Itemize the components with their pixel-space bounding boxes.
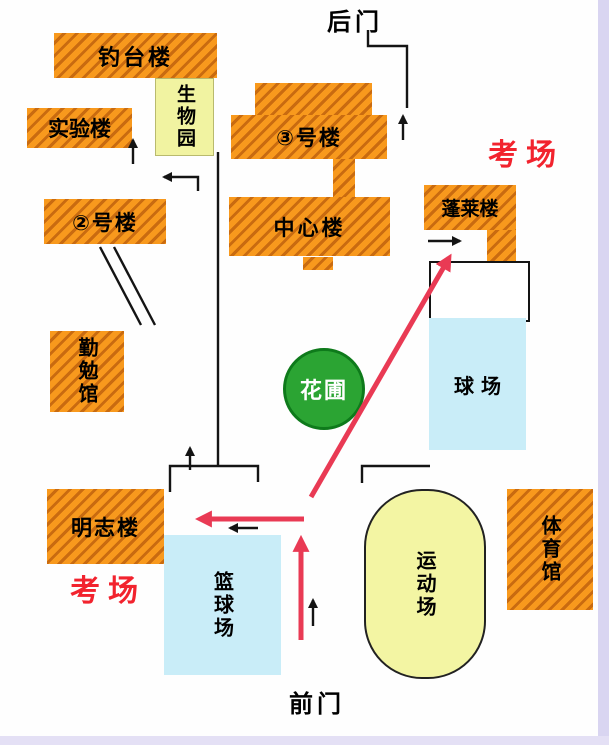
building-central: 中心楼 <box>229 197 390 256</box>
building-laboratory: 实验楼 <box>27 108 132 148</box>
building-biology-garden: 生物园 <box>155 78 214 156</box>
building-diaotai-label: 钓台楼 <box>97 45 173 71</box>
exam-label-bottom: 考场 <box>70 574 146 609</box>
basketball-court-label: 篮球场 <box>210 570 235 640</box>
black-arrow-left-upper <box>161 171 200 191</box>
page-edge-bottom <box>0 736 609 745</box>
building-central-stub <box>303 257 333 270</box>
flowerbed-circle: 花圃 <box>283 348 365 430</box>
path-diagonal-2 <box>112 246 157 326</box>
building-qinmian: 勤勉馆 <box>50 331 124 412</box>
building-mingzhi: 明志楼 <box>47 489 164 564</box>
front-gate-label: 前门 <box>289 690 345 718</box>
back-gate-label: 后门 <box>327 8 383 36</box>
ball-court: 球 场 <box>429 318 526 450</box>
building-no2-label: ②号楼 <box>72 210 138 235</box>
path-junction-left <box>168 464 260 492</box>
building-no3-label: ③号楼 <box>276 126 342 150</box>
building-mingzhi-label: 明志楼 <box>71 515 140 540</box>
building-qinmian-label: 勤勉馆 <box>75 337 99 406</box>
building-penglai-wing <box>487 230 516 263</box>
basketball-court: 篮球场 <box>164 535 281 675</box>
building-no3-lower-wing <box>231 115 387 159</box>
path-junction-right <box>360 464 430 483</box>
sports-field: 运动场 <box>364 489 486 679</box>
ball-court-label: 球 场 <box>454 373 501 398</box>
building-central-label: 中心楼 <box>273 215 346 240</box>
sports-field-label: 运动场 <box>413 549 437 619</box>
building-no3-connector <box>333 159 355 197</box>
building-no2: ②号楼 <box>44 199 166 244</box>
page-edge-right <box>598 0 609 745</box>
flowerbed-label: 花圃 <box>299 379 348 404</box>
building-gymnasium: 体育馆 <box>507 489 593 610</box>
building-penglai-main <box>424 185 516 230</box>
building-laboratory-label: 实验楼 <box>48 117 111 141</box>
building-no3-upper-wing <box>255 83 372 115</box>
path-back-gate <box>366 30 409 108</box>
path-diagonal-1 <box>98 246 143 326</box>
building-gymnasium-label: 体育馆 <box>538 515 562 584</box>
building-penglai-label: 蓬莱楼 <box>441 198 499 220</box>
exam-label-top: 考场 <box>488 138 564 173</box>
building-diaotai: 钓台楼 <box>54 33 217 78</box>
building-biology-garden-label: 生物园 <box>174 84 196 150</box>
court-annex-outline <box>429 261 530 322</box>
